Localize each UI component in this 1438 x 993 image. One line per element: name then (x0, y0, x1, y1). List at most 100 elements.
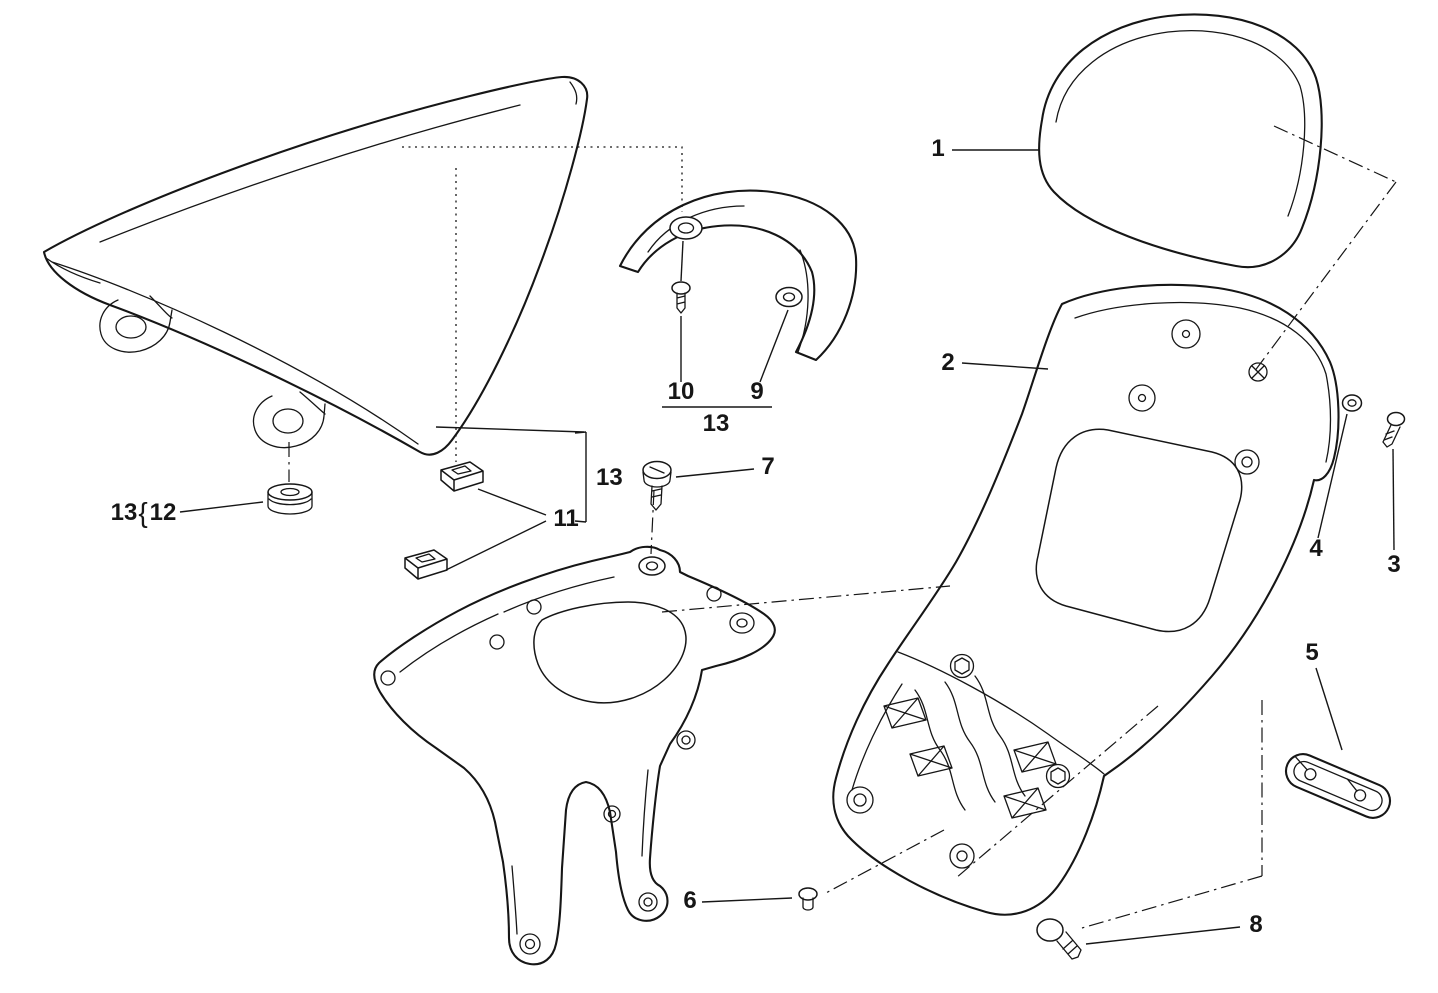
screw8-axis (1081, 875, 1263, 929)
boss-to-screw-line (680, 240, 684, 282)
cowl-hole-a (1171, 319, 1201, 349)
grommet-6 (798, 887, 818, 911)
screw-3-shank (1382, 424, 1401, 448)
subframe-hole-6-inner (681, 735, 691, 745)
pad-5-inner (1293, 760, 1383, 812)
screw-8-shank (1056, 931, 1082, 960)
screw-8-head (1036, 918, 1064, 942)
washer-4-outer (1341, 394, 1363, 412)
cowl-x-ribs (883, 697, 1057, 819)
pad-5-post-right (1353, 789, 1367, 802)
subframe-hole-4 (380, 670, 396, 686)
leader-12 (179, 501, 264, 513)
seat-cover-pieces (618, 189, 858, 362)
construction-lines (288, 125, 1397, 929)
subframe-foot-hole-left (519, 933, 541, 955)
callout-7: 7 (761, 453, 774, 480)
leader-5 (1315, 667, 1343, 751)
cowl-nut-2 (1045, 763, 1071, 789)
cowl-grommet-hole-2 (949, 843, 975, 869)
cowl-tray-step (851, 651, 1105, 791)
leader-lines (179, 149, 1395, 945)
clip-11-upper-slot (451, 465, 472, 475)
cowl-top-inner-contour (1074, 301, 1332, 463)
subframe-hole-6 (676, 730, 696, 750)
subframe-foot-hole-right-inner (643, 897, 653, 907)
washer-4 (1341, 394, 1363, 412)
callout-10: 10 (668, 378, 695, 405)
subframe-hole-7-inner (607, 809, 617, 819)
x-rib-boxes (883, 697, 1057, 819)
seat-outline (42, 75, 589, 456)
cover-boss-10-hole (677, 222, 695, 234)
subframe-hole-2 (526, 599, 542, 615)
callout-13-left: 13 (111, 499, 138, 526)
cowl-hole-c-hatch (1251, 365, 1265, 379)
clip-11-lower-slot (415, 553, 436, 563)
backrest-seam (1055, 30, 1306, 217)
clip-11-lower (404, 549, 448, 580)
subframe-to-cowl-axis (661, 585, 951, 613)
backrest-axis-b (1253, 181, 1397, 373)
seat-to-bracket13-line (435, 426, 585, 433)
leader-7 (675, 468, 755, 478)
backrest-pad (1038, 13, 1323, 269)
pad-5-post-left (1304, 768, 1317, 781)
subframe-opening (533, 601, 687, 704)
grommet6-axis (823, 829, 945, 895)
subframe-tab-hole (638, 556, 666, 576)
callout-6: 6 (683, 887, 696, 914)
cowl-grommet-hole-1-inner (853, 793, 867, 807)
grommet-12-sides (267, 491, 313, 515)
screw7-axis (650, 489, 655, 555)
callout-8: 8 (1249, 911, 1262, 938)
subframe-hole-7 (603, 805, 621, 823)
cowl-nut-2-hex (1050, 767, 1066, 785)
leader-9 (759, 309, 789, 383)
grommet-6-stem (802, 897, 814, 911)
leader-11a (477, 488, 547, 516)
leader-2 (961, 362, 1049, 370)
screw-8 (1036, 918, 1082, 960)
callout-13-cover-group: 13 (703, 410, 730, 437)
cowl-nut-1 (949, 653, 975, 679)
screw-3 (1382, 411, 1406, 448)
callout-13-bracket-right: 13 (596, 464, 623, 491)
callout-labels: 1 2 3 4 5 6 7 8 9 10 11 13 13 13 { 12 (111, 135, 1401, 938)
cowl-hole-d (1234, 449, 1260, 475)
cowl-nut-1-hex (954, 657, 970, 675)
subframe-foot-hole-left-inner (524, 938, 536, 950)
seat-surface-lines (45, 81, 578, 445)
washer-4-inner (1347, 399, 1357, 407)
callout-12: 12 (150, 499, 177, 526)
grommet-6-cap (798, 887, 818, 901)
screw-7-details (642, 466, 672, 511)
leader-3 (1392, 448, 1395, 551)
callout-5: 5 (1305, 639, 1318, 666)
cover-boss-10 (669, 216, 703, 240)
clip-11-upper-body (440, 461, 484, 492)
callout-11: 11 (553, 505, 578, 532)
callout-2: 2 (941, 349, 954, 376)
screw-3-head (1386, 411, 1406, 427)
cowl-grommet-hole-1 (846, 786, 874, 814)
passenger-seat (42, 75, 589, 456)
subframe-hole-5-inner (736, 618, 748, 628)
cowl-grommet-hole-2-inner (956, 850, 968, 862)
grommet-12-hole (280, 487, 300, 497)
subframe-hole-5 (729, 612, 755, 634)
cowl-hole-a-dot (1181, 329, 1191, 339)
seat-bracket-right (252, 391, 326, 449)
brace-left-icon: { (138, 497, 147, 528)
backrest-outline (1038, 13, 1323, 269)
cowl-flame-ribs (914, 675, 1026, 811)
cowl-hole-b-dot (1137, 393, 1147, 403)
callout-9: 9 (750, 378, 763, 405)
grommet-12 (267, 483, 313, 515)
seat-cowl (832, 283, 1340, 916)
grommet-12-top (267, 483, 313, 501)
subframe-hole-3 (706, 586, 722, 602)
subframe-tab-hole-inner (645, 561, 659, 571)
screw-shank (676, 292, 686, 314)
